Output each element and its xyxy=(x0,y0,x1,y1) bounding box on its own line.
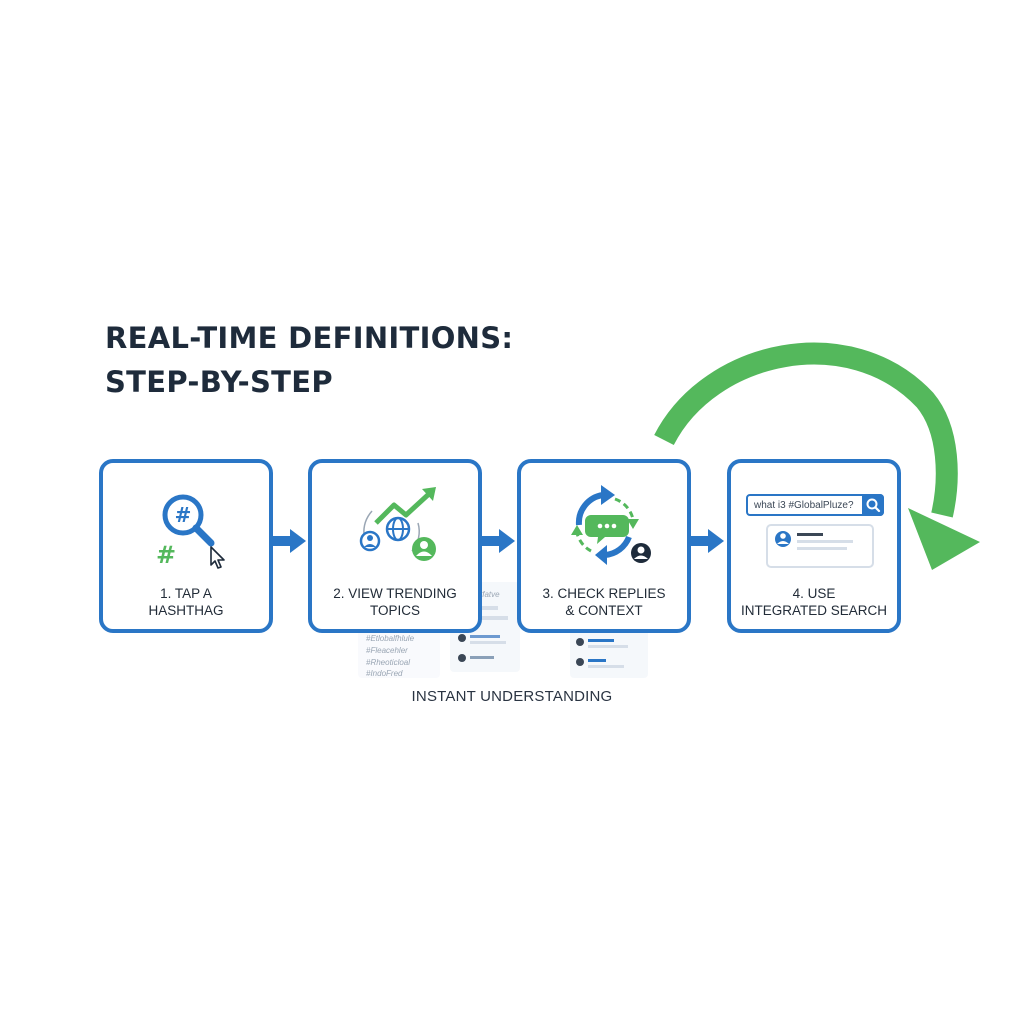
background-tag: #Fleacehler xyxy=(366,646,408,655)
arrow-right-icon xyxy=(481,529,515,553)
search-icon xyxy=(866,498,881,513)
svg-text:#: # xyxy=(175,503,192,527)
step-1-line-1: 1. TAP A xyxy=(160,586,212,601)
step-2-line-1: 2. VIEW TRENDING xyxy=(333,586,457,601)
search-input[interactable]: what i3 #GlobalPluze? xyxy=(746,494,884,516)
search-query: what i3 #GlobalPluze? xyxy=(754,500,854,511)
hashtag-magnifier-icon: # # xyxy=(156,494,225,569)
step-1-label: 1. TAP A HASHTHAG xyxy=(103,585,269,619)
step-4-line-1: 4. USE xyxy=(792,586,836,601)
background-tag: #Rheoticloal xyxy=(366,658,411,667)
title-line-1: REAL-TIME DEFINITIONS: xyxy=(105,321,514,355)
step-4-line-2: INTEGRATED SEARCH xyxy=(740,603,887,618)
step-2-label: 2. VIEW TRENDING TOPICS xyxy=(312,585,478,619)
trending-globe-icon xyxy=(359,487,436,561)
page-title: REAL-TIME DEFINITIONS: STEP-BY-STEP xyxy=(105,316,513,404)
background-tag: #IndoFred xyxy=(366,669,403,678)
step-card-3[interactable]: 3. CHECK REPLIES & CONTEXT xyxy=(517,459,691,633)
step-card-2[interactable]: 2. VIEW TRENDING TOPICS xyxy=(308,459,482,633)
background-reply-lines xyxy=(576,638,628,668)
step-card-1[interactable]: # # 1. TAP A HASHTHAG xyxy=(99,459,273,633)
background-tag-card xyxy=(358,628,440,678)
search-button[interactable] xyxy=(862,494,884,516)
step-3-label: 3. CHECK REPLIES & CONTEXT xyxy=(521,585,687,619)
step-card-4[interactable]: 4. USE INTEGRATED SEARCH xyxy=(727,459,901,633)
svg-text:#: # xyxy=(156,541,176,569)
step-1-line-2: HASHTHAG xyxy=(148,603,224,618)
arrow-right-icon xyxy=(690,529,724,553)
arrow-right-icon xyxy=(272,529,306,553)
step-4-label: 4. USE INTEGRATED SEARCH xyxy=(731,585,897,619)
reply-cycle-icon xyxy=(571,485,651,565)
title-line-2: STEP-BY-STEP xyxy=(105,365,333,399)
caption: INSTANT UNDERSTANDING xyxy=(411,688,613,705)
step-3-line-1: 3. CHECK REPLIES xyxy=(542,586,666,601)
search-result-card xyxy=(766,524,874,568)
step-3-line-2: & CONTEXT xyxy=(565,603,643,618)
background-header: tfatve xyxy=(480,590,500,599)
loop-arrow-icon xyxy=(654,342,980,570)
step-2-line-2: TOPICS xyxy=(369,603,420,618)
background-reply-card xyxy=(570,628,648,678)
background-tag: #Etlobalfhlule xyxy=(366,634,415,643)
